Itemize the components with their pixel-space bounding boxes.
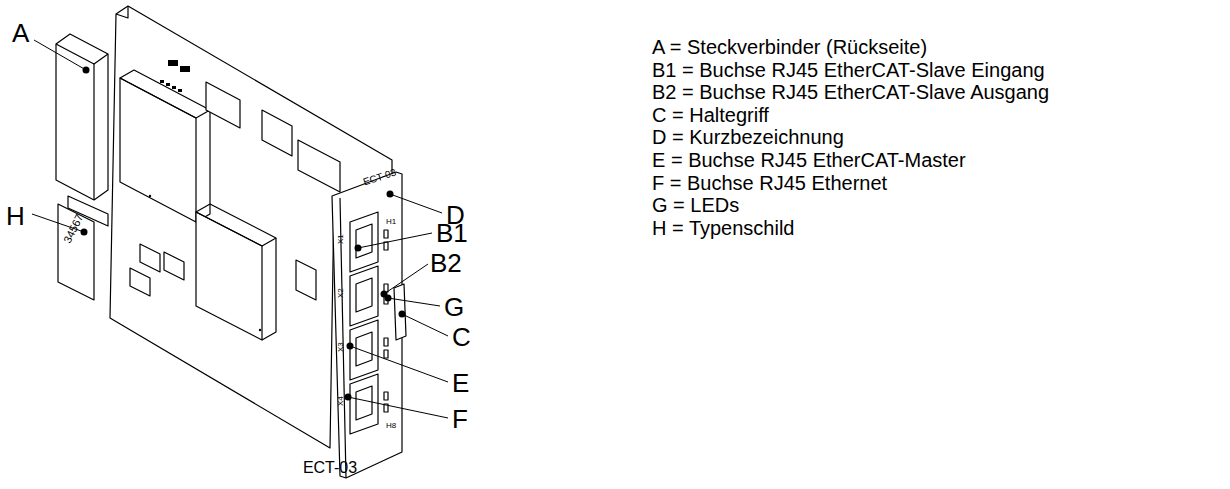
callout-letter: E	[452, 370, 469, 396]
legend-text: F = Buchse RJ45 Ethernet	[652, 173, 887, 193]
port-label: X4	[337, 396, 345, 406]
callout-letter: H	[6, 203, 25, 229]
legend-text: B1 = Buchse RJ45 EtherCAT-Slave Eingang	[652, 60, 1045, 80]
legend-text: E = Buchse RJ45 EtherCAT-Master	[652, 150, 966, 170]
callout-letter: C	[452, 324, 471, 350]
legend-text: H = Typenschild	[652, 218, 795, 238]
callout-letter: B1	[436, 220, 468, 246]
faceplate	[332, 172, 402, 478]
leds	[384, 230, 388, 412]
port-label: X2	[337, 288, 345, 298]
legend-text: C = Haltegriff	[652, 105, 769, 125]
legend-text: B2 = Buchse RJ45 EtherCAT-Slave Ausgang	[652, 82, 1049, 102]
callout-letter: A	[12, 20, 29, 46]
led-label: H1	[386, 218, 396, 226]
legend-text: A = Steckverbinder (Rückseite)	[652, 37, 927, 57]
handle	[394, 284, 406, 340]
type-plate	[58, 204, 94, 300]
leader-lines	[32, 40, 448, 418]
chip	[120, 78, 196, 222]
callout-letter: F	[452, 406, 468, 432]
port-label: X3	[337, 342, 345, 352]
caption: ECT-03	[303, 460, 357, 476]
callout-letter: G	[444, 294, 464, 320]
port-label: X1	[337, 234, 345, 244]
legend-text: G = LEDs	[652, 195, 739, 215]
legend-text: D = Kurzbezeichnung	[652, 127, 844, 147]
led-label: H8	[386, 422, 396, 430]
connector-block	[56, 34, 108, 200]
leader-dots	[81, 67, 406, 401]
callout-letter: B2	[430, 250, 462, 276]
chip	[196, 212, 262, 340]
